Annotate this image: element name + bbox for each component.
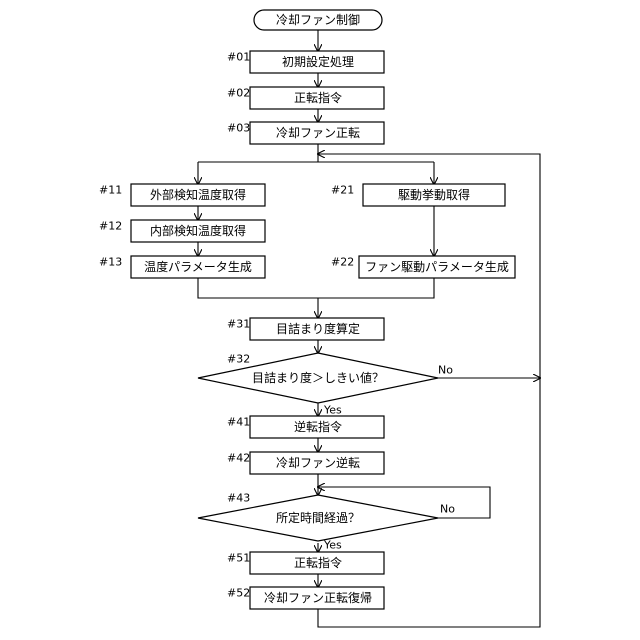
step-02-id: #02 [227, 87, 250, 100]
decision-32-no: No [438, 364, 453, 377]
step-13-id: #13 [99, 256, 122, 269]
decision-43-yes: Yes [323, 539, 342, 552]
step-42-id: #42 [227, 452, 250, 465]
step-31-label: 目詰まり度算定 [276, 321, 360, 336]
step-02-label: 正転指令 [294, 90, 342, 105]
decision-43: 所定時間経過？ #43 No Yes [198, 492, 455, 552]
step-13: 温度パラメータ生成 #13 [99, 256, 265, 279]
join-13 [198, 278, 318, 298]
step-21-label: 駆動挙動取得 [398, 187, 470, 202]
step-41-id: #41 [227, 416, 250, 429]
step-52: 冷却ファン正転復帰 #52 [227, 587, 384, 610]
decision-32: 目詰まり度＞しきい値？ #32 No Yes [198, 353, 453, 417]
step-01-id: #01 [227, 51, 250, 64]
step-01: 初期設定処理 #01 [227, 51, 384, 74]
decision-43-no: No [440, 503, 455, 516]
step-31-id: #31 [227, 318, 250, 331]
step-31: 目詰まり度算定 #31 [227, 318, 384, 341]
decision-32-id: #32 [227, 353, 250, 366]
step-42: 冷却ファン逆転 #42 [227, 452, 384, 475]
decision-43-id: #43 [227, 492, 250, 505]
step-12-id: #12 [99, 220, 122, 233]
step-22: ファン駆動パラメータ生成 #22 [331, 256, 515, 279]
step-12: 内部検知温度取得 #12 [99, 220, 265, 243]
start-label: 冷却ファン制御 [276, 12, 360, 27]
step-03-id: #03 [227, 122, 250, 135]
step-13-label: 温度パラメータ生成 [144, 259, 252, 274]
step-41: 逆転指令 #41 [227, 416, 384, 439]
step-21: 駆動挙動取得 #21 [331, 184, 505, 207]
step-03: 冷却ファン正転 #03 [227, 122, 384, 145]
step-52-label: 冷却ファン正転復帰 [264, 590, 372, 605]
step-11-label: 外部検知温度取得 [150, 187, 246, 202]
step-01-label: 初期設定処理 [282, 54, 354, 69]
step-42-label: 冷却ファン逆転 [276, 455, 360, 470]
start-terminal: 冷却ファン制御 [254, 10, 382, 30]
join-22 [318, 278, 434, 298]
decision-32-label: 目詰まり度＞しきい値？ [252, 370, 384, 385]
step-41-label: 逆転指令 [294, 419, 342, 434]
step-51-label: 正転指令 [294, 555, 342, 570]
step-52-id: #52 [227, 587, 250, 600]
step-22-id: #22 [331, 256, 354, 269]
step-11: 外部検知温度取得 #11 [99, 184, 265, 207]
step-21-id: #21 [331, 184, 354, 197]
step-11-id: #11 [99, 184, 122, 197]
step-51-id: #51 [227, 552, 250, 565]
decision-43-label: 所定時間経過？ [276, 510, 360, 525]
step-03-label: 冷却ファン正転 [276, 126, 360, 140]
step-02: 正転指令 #02 [227, 87, 384, 110]
step-12-label: 内部検知温度取得 [150, 223, 246, 238]
decision-32-yes: Yes [323, 404, 342, 417]
step-51: 正転指令 #51 [227, 552, 384, 575]
step-22-label: ファン駆動パラメータ生成 [365, 260, 509, 274]
